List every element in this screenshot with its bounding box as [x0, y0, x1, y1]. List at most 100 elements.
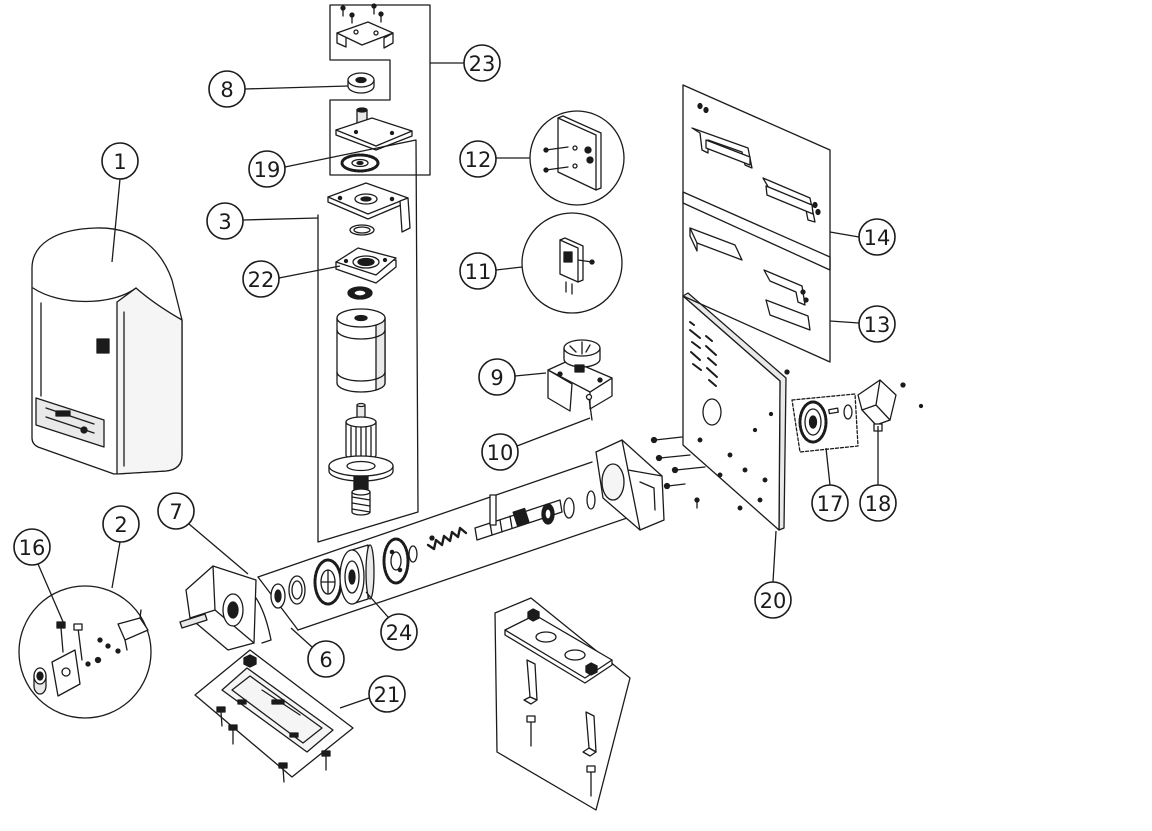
callout-number: 11 — [465, 260, 492, 284]
bracket-kit-frame-13-shape — [800, 289, 806, 295]
top-bracket-shape — [349, 12, 355, 18]
top-parts-frame-shape — [329, 4, 431, 176]
loose-screws-shape — [784, 369, 790, 375]
release-pin-shape — [585, 393, 593, 401]
motor-rotor-shape — [353, 475, 369, 491]
detail-circle-release-lock-shape — [73, 623, 83, 631]
motor-end-flange-shape — [179, 613, 208, 629]
callout-number: 14 — [864, 226, 891, 250]
bracket-kit-frame-14-shape — [705, 139, 751, 166]
callout-24-shape — [380, 613, 418, 651]
callout-13: 13 — [829, 305, 896, 343]
mounting-bolts-shape — [663, 482, 671, 490]
housing-cover — [31, 227, 183, 475]
base-tray — [194, 649, 354, 783]
bracket-kit-frame-13-shape — [803, 297, 809, 303]
callout-17-shape — [825, 447, 831, 486]
washer — [347, 72, 375, 94]
callout-number: 19 — [254, 158, 281, 182]
bearing-housing — [335, 247, 397, 284]
top-bracket-shape — [378, 11, 384, 17]
callout-1: 1 — [101, 142, 139, 263]
stud-plate — [335, 107, 413, 151]
callout-number: 9 — [490, 366, 503, 390]
motor-housing-shape — [354, 314, 368, 322]
callout-2-shape — [111, 541, 121, 589]
motor-rotor — [328, 402, 394, 516]
detail-circle-terminal-board-shape — [584, 146, 592, 154]
callout-24-shape — [365, 591, 389, 618]
limit-switch-assembly-shape — [569, 341, 591, 355]
mounting-bolts-shape — [655, 454, 663, 462]
motor-rotor-shape — [345, 416, 377, 428]
callout-6-shape — [290, 627, 313, 648]
callout-3: 3 — [206, 202, 319, 240]
foundation-plate-shape — [504, 614, 613, 679]
callout-11-shape — [459, 252, 497, 290]
callouts: 23 8 1 12 19 3 14 — [13, 44, 897, 713]
shaft-assembly-shape — [397, 567, 403, 573]
mounting-bolts-shape — [671, 466, 679, 474]
base-tray-shape — [228, 724, 238, 731]
mounting-plate — [682, 292, 787, 531]
mounting-plate-shape — [697, 437, 703, 443]
callout-7-shape — [188, 523, 249, 575]
shaft-assembly-frame-shape — [257, 461, 593, 578]
motor-rotor-shape — [351, 496, 371, 513]
small-gear — [340, 153, 380, 173]
foundation-plate-shape — [523, 696, 538, 705]
detail-circle-release-lock-shape — [94, 656, 102, 664]
drive-pinion-group-shape — [808, 415, 818, 429]
stud-plate-shape — [389, 130, 395, 136]
detail-circle-terminal-board-shape — [572, 163, 578, 169]
motor-flange-plate-shape — [337, 195, 343, 201]
gearbox-housing-shape — [639, 481, 656, 511]
release-pin — [585, 393, 593, 421]
motor-end-flange-shape — [255, 597, 272, 644]
callout-9-shape — [514, 372, 547, 377]
motor-housing-shape — [336, 329, 386, 340]
callout-21-shape — [368, 675, 406, 713]
shaft-assembly-shape — [390, 551, 402, 571]
foundation-plate-shape — [564, 649, 586, 661]
callout-10: 10 — [481, 417, 591, 471]
small-gear-shape — [356, 160, 364, 166]
housing-cover-shape — [32, 287, 137, 303]
base-tray-shape — [321, 750, 331, 757]
mounting-plate-shape — [757, 497, 763, 503]
callout-2: 2 — [102, 505, 140, 589]
detail-circle-terminal-board-shape — [557, 117, 597, 191]
callout-17: 17 — [811, 447, 849, 522]
callout-number: 8 — [220, 78, 233, 102]
callout-number: 22 — [248, 268, 275, 292]
shaft-assembly-shape — [544, 508, 552, 520]
bracket-kit-frame-13 — [682, 191, 831, 363]
callout-17-shape — [811, 484, 849, 522]
loose-screws — [768, 369, 924, 417]
callout-1-shape — [111, 178, 121, 263]
callout-22-shape — [278, 265, 341, 279]
detail-circle-release-lock-shape — [18, 585, 152, 719]
shaft-assembly-shape — [512, 507, 530, 527]
detail-circle-release-lock-shape — [117, 617, 149, 641]
callout-21-shape — [339, 697, 370, 709]
limit-switch-assembly — [547, 339, 613, 412]
parts-drawing — [18, 3, 924, 811]
motor-flange-plate-shape — [399, 197, 411, 233]
bearing-shape — [353, 289, 367, 297]
limit-switch-assembly-shape — [547, 369, 573, 412]
foundation-plate-shape — [535, 631, 557, 643]
motor-housing — [336, 308, 386, 393]
base-tray-shape — [237, 699, 247, 705]
mounting-bolts-shape — [650, 436, 658, 444]
detail-circle-release-lock-shape — [77, 627, 83, 661]
bracket-kit-frame-14-shape — [703, 106, 709, 114]
limit-switch-assembly-shape — [547, 359, 613, 393]
callout-number: 23 — [469, 52, 496, 76]
bracket-kit-frame-13-shape — [682, 191, 831, 363]
bracket-kit-frame-14-shape — [765, 185, 814, 215]
detail-circle-micro-switch — [521, 212, 623, 314]
callout-23-shape — [463, 44, 501, 82]
motor-column-frame — [317, 139, 419, 543]
callout-7-shape — [157, 492, 195, 530]
